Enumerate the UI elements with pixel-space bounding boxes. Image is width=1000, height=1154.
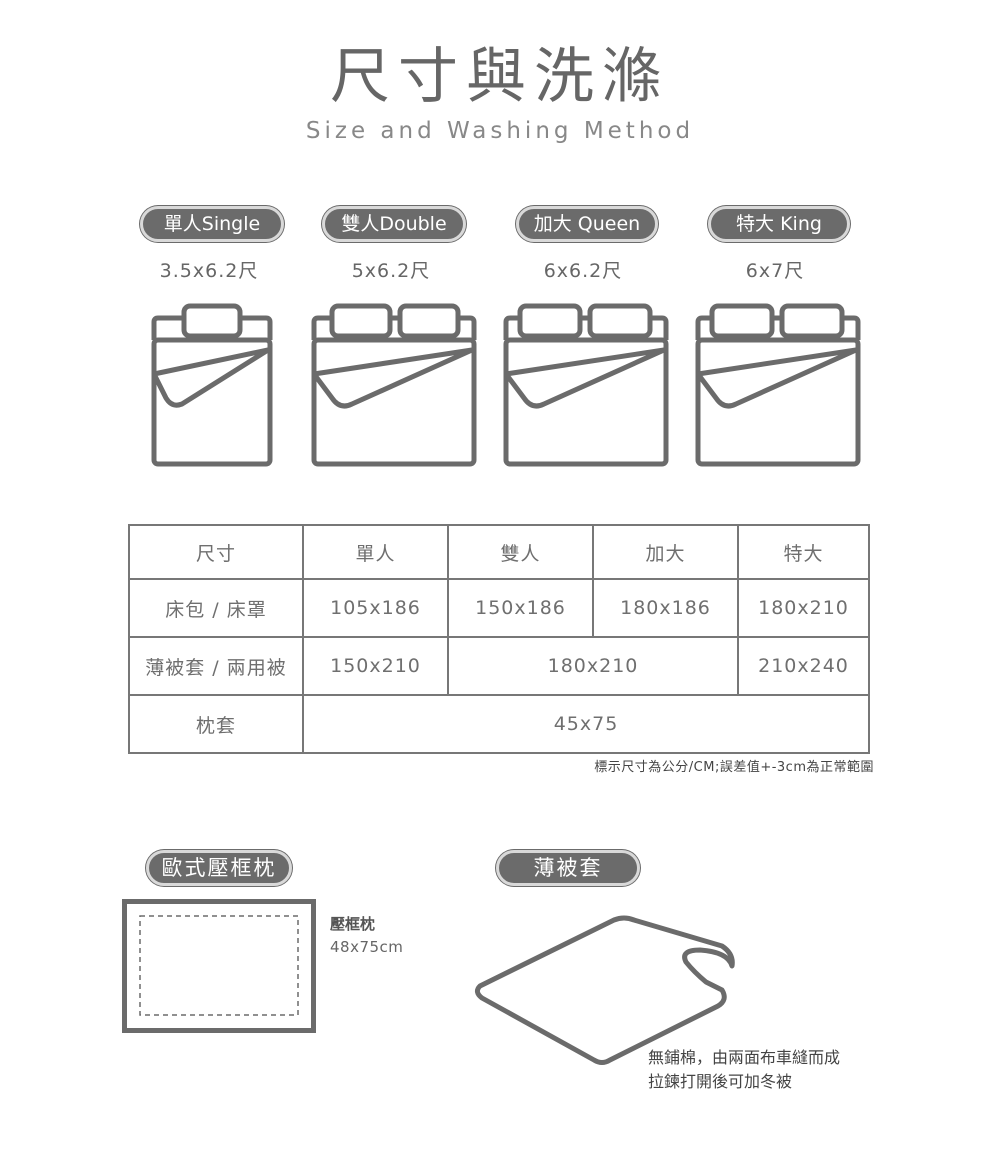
table-header-cell: 加大 [592, 524, 739, 580]
table-header-cell: 尺寸 [128, 524, 304, 580]
table-cell: 180x210 [447, 636, 739, 696]
bed-dims-single: 3.5x6.2尺 [159, 260, 259, 282]
table-header-cell: 雙人 [447, 524, 594, 580]
quilt-note: 無鋪棉，由兩面布車縫而成 拉鍊打開後可加冬被 [648, 1046, 888, 1094]
pillow-dims: 48x75cm [330, 938, 404, 956]
table-cell: 210x240 [737, 636, 870, 696]
table-header-cell: 單人 [302, 524, 449, 580]
size-table: 尺寸 單人 雙人 加大 特大 床包 / 床罩 105x186 150x186 1… [128, 524, 870, 754]
bed-dims-double: 5x6.2尺 [351, 260, 431, 282]
table-cell: 150x186 [447, 578, 594, 638]
single-bed-icon [151, 303, 273, 467]
row-label: 床包 / 床罩 [128, 578, 304, 638]
bed-label-king: 特大 King [708, 206, 850, 242]
quilt-note-line2: 拉鍊打開後可加冬被 [648, 1072, 793, 1091]
page-title: 尺寸與洗滌 [330, 42, 670, 112]
table-cell: 45x75 [302, 694, 870, 754]
table-header-row: 尺寸 單人 雙人 加大 特大 [128, 524, 870, 580]
bed-dims-king: 6x7尺 [745, 260, 805, 282]
king-bed-icon [695, 303, 861, 467]
table-cell: 150x210 [302, 636, 449, 696]
pillow-item-label: 壓框枕 [330, 915, 376, 933]
table-row: 床包 / 床罩 105x186 150x186 180x186 180x210 [128, 578, 870, 638]
quilt-note-line1: 無鋪棉，由兩面布車縫而成 [648, 1048, 841, 1067]
pillow-section-label: 歐式壓框枕 [146, 850, 292, 886]
pillow-icon [122, 899, 316, 1033]
bed-dims-queen: 6x6.2尺 [543, 260, 623, 282]
page-subtitle: Size and Washing Method [305, 118, 695, 144]
double-bed-icon [311, 303, 477, 467]
bed-label-queen: 加大 Queen [516, 206, 658, 242]
table-row: 枕套 45x75 [128, 694, 870, 754]
table-note: 標示尺寸為公分/CM;誤差值+-3cm為正常範圍 [594, 760, 874, 775]
quilt-icon [474, 915, 735, 1065]
quilt-section-label: 薄被套 [496, 850, 640, 886]
table-row: 薄被套 / 兩用被 150x210 180x210 210x240 [128, 636, 870, 696]
table-cell: 180x186 [592, 578, 739, 638]
row-label: 枕套 [128, 694, 304, 754]
bed-label-double: 雙人Double [322, 206, 466, 242]
row-label: 薄被套 / 兩用被 [128, 636, 304, 696]
table-header-cell: 特大 [737, 524, 870, 580]
table-cell: 180x210 [737, 578, 870, 638]
queen-bed-icon [503, 303, 669, 467]
table-cell: 105x186 [302, 578, 449, 638]
bed-label-single: 單人Single [140, 206, 284, 242]
